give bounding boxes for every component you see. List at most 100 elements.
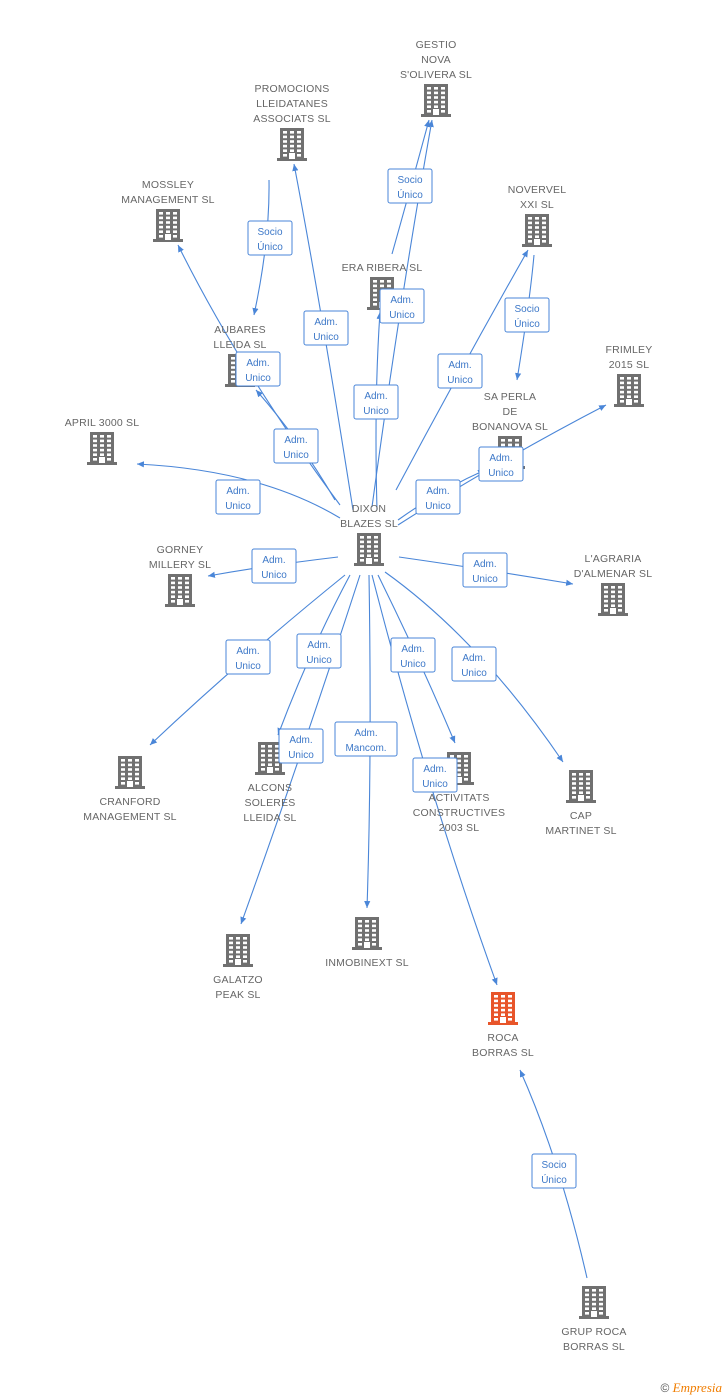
edge-label-box[interactable] xyxy=(412,757,458,793)
edge-label-box[interactable] xyxy=(415,479,461,515)
company-name-label: NOVA xyxy=(421,54,451,66)
company-name-label: ERA RIBERA SL xyxy=(342,262,423,274)
edge-label-box[interactable] xyxy=(437,353,483,389)
edge-label-text: Unico xyxy=(235,661,261,672)
building-icon xyxy=(115,756,145,789)
company-name-label: PEAK SL xyxy=(215,989,260,1001)
edge-label-text: Adm. xyxy=(354,728,377,739)
edge-label-text: Adm. xyxy=(473,559,496,570)
edge-label-text: Adm. xyxy=(423,764,446,775)
edge-label[interactable]: Adm.Unico xyxy=(251,548,297,584)
edge-label-box[interactable] xyxy=(296,633,342,669)
edge-label-text: Adm. xyxy=(289,735,312,746)
company-name-label: LLEIDA SL xyxy=(243,812,296,824)
edge-label-text: Adm. xyxy=(462,653,485,664)
edge-label-box[interactable] xyxy=(225,639,271,675)
company-node-inmobinext[interactable]: INMOBINEXT SL xyxy=(325,917,409,969)
edge-label-box[interactable] xyxy=(247,220,293,256)
edge-label-box[interactable] xyxy=(390,637,436,673)
company-name-label: GALATZO xyxy=(213,974,263,986)
edge-label[interactable]: Adm.Unico xyxy=(235,351,281,387)
company-node-april[interactable]: APRIL 3000 SL xyxy=(65,417,140,465)
company-name-label: GORNEY xyxy=(157,544,204,556)
edge-label-text: Adm. xyxy=(489,453,512,464)
company-name-label: ASSOCIATS SL xyxy=(253,113,330,125)
company-name-label: DE xyxy=(503,406,518,418)
edge-labels-layer: Adm.UnicoSocioÚnicoAdm.UnicoAdm.UnicoSoc… xyxy=(215,168,577,1189)
edge-label-box[interactable] xyxy=(334,721,398,757)
edge-label-box[interactable] xyxy=(278,728,324,764)
edge-label-box[interactable] xyxy=(353,384,399,420)
company-name-label: NOVERVEL xyxy=(508,184,567,196)
edge-label-text: Unico xyxy=(261,570,287,581)
edge-label-box[interactable] xyxy=(478,446,524,482)
edge-label[interactable]: Adm.Unico xyxy=(296,633,342,669)
edge-label-box[interactable] xyxy=(531,1153,577,1189)
company-name-label: MILLERY SL xyxy=(149,559,211,571)
edge-label[interactable]: Adm.Unico xyxy=(412,757,458,793)
company-name-label: L'AGRARIA xyxy=(585,553,642,565)
edge-label[interactable]: Adm.Unico xyxy=(215,479,261,515)
edge-label-text: Unico xyxy=(306,655,332,666)
edge-label[interactable]: Adm.Unico xyxy=(390,637,436,673)
brand-logo-text: Empresia xyxy=(672,1380,722,1395)
edge-label-box[interactable] xyxy=(462,552,508,588)
edge-label[interactable]: Adm.Unico xyxy=(437,353,483,389)
company-name-label: GESTIO xyxy=(416,39,457,51)
edge-label-text: Único xyxy=(397,188,423,201)
edge-label[interactable]: Adm.Unico xyxy=(415,479,461,515)
company-node-gorney[interactable]: GORNEY MILLERY SL xyxy=(149,544,211,607)
copyright-symbol: © xyxy=(660,1381,670,1395)
company-name-label: AUBARES xyxy=(214,324,266,336)
building-icon xyxy=(488,992,518,1025)
edge-label-box[interactable] xyxy=(251,548,297,584)
edge-label-box[interactable] xyxy=(273,428,319,464)
company-name-label: MANAGEMENT SL xyxy=(83,811,176,823)
building-icon xyxy=(165,574,195,607)
edge-label-text: Adm. xyxy=(401,644,424,655)
edge-label[interactable]: Adm.Unico xyxy=(451,646,497,682)
edge-label-box[interactable] xyxy=(215,479,261,515)
edge-label[interactable]: Adm.Unico xyxy=(478,446,524,482)
company-node-galatzo[interactable]: GALATZO PEAK SL xyxy=(213,934,263,1001)
edge-label-box[interactable] xyxy=(235,351,281,387)
edge-label-text: Adm. xyxy=(246,358,269,369)
building-icon xyxy=(522,214,552,247)
company-name-label: MANAGEMENT SL xyxy=(121,194,214,206)
edge-label-box[interactable] xyxy=(504,297,550,333)
edge-label[interactable]: Adm.Unico xyxy=(225,639,271,675)
edge-label-box[interactable] xyxy=(451,646,497,682)
edge-label[interactable]: Adm. Mancom. xyxy=(334,721,398,757)
edge-label-box[interactable] xyxy=(387,168,433,204)
edge-label[interactable]: Adm.Unico xyxy=(273,428,319,464)
edge-label[interactable]: Adm.Unico xyxy=(379,288,425,324)
edge-label[interactable]: Adm.Unico xyxy=(303,310,349,346)
edge-label[interactable]: Adm.Unico xyxy=(353,384,399,420)
edge-label-text: Unico xyxy=(447,375,473,386)
edge-label-box[interactable] xyxy=(379,288,425,324)
edge-label-box[interactable] xyxy=(303,310,349,346)
edge-label[interactable]: Adm.Unico xyxy=(462,552,508,588)
edge-label-text: Mancom. xyxy=(345,743,386,754)
building-icon xyxy=(354,533,384,566)
company-name-label: GRUP ROCA xyxy=(561,1326,626,1338)
company-name-label: LLEIDA SL xyxy=(213,339,266,351)
edge-label[interactable]: Adm.Unico xyxy=(278,728,324,764)
